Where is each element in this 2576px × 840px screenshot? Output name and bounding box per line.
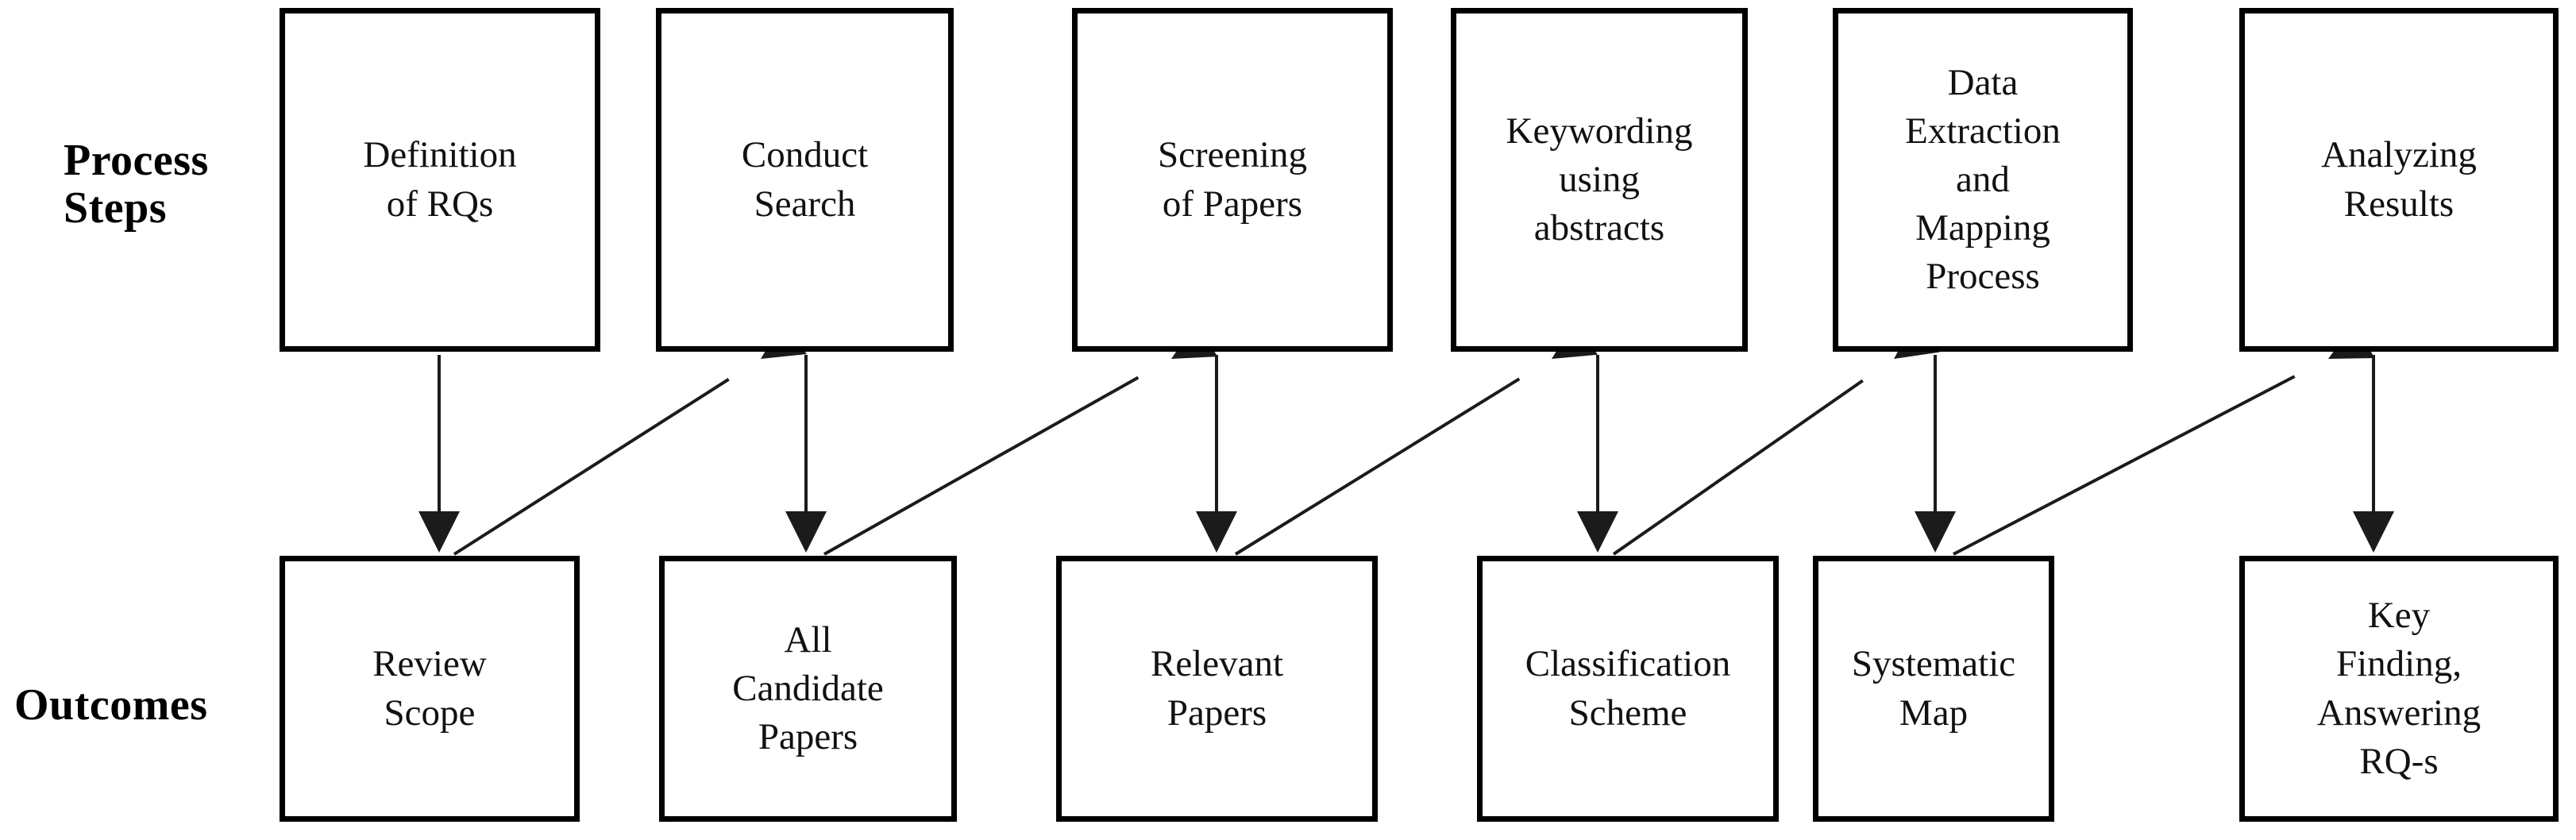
outcome-node-relevant-papers[interactable]: Relevant Papers bbox=[1056, 556, 1378, 822]
process-node-analyzing-results[interactable]: Analyzing Results bbox=[2239, 8, 2559, 352]
row-label-outcomes: Outcomes bbox=[14, 680, 208, 730]
process-node-label: Screening of Papers bbox=[1158, 134, 1307, 225]
outcome-node-review-scope[interactable]: Review Scope bbox=[280, 556, 580, 822]
outcome-node-key-finding-answering-rqs[interactable]: Key Finding, Answering RQ-s bbox=[2239, 556, 2559, 822]
outcome-node-label: Relevant Papers bbox=[1150, 643, 1284, 734]
process-node-label: Conduct Search bbox=[741, 134, 869, 225]
process-node-label: Data Extraction and Mapping Process bbox=[1905, 61, 2061, 298]
outcome-node-label: Review Scope bbox=[372, 643, 487, 734]
outcome-node-label: Key Finding, Answering RQ-s bbox=[2316, 595, 2482, 782]
outcome-node-label: Systematic Map bbox=[1851, 643, 2016, 734]
classification-to-extraction-line bbox=[1612, 379, 1864, 556]
process-node-definition-of-rqs[interactable]: Definition of RQs bbox=[280, 8, 600, 352]
relevant-papers-to-keywording-line bbox=[1234, 377, 1521, 556]
process-node-conduct-search[interactable]: Conduct Search bbox=[656, 8, 954, 352]
process-node-label: Keywording using abstracts bbox=[1506, 110, 1693, 249]
review-scope-to-conduct-search-line bbox=[453, 378, 730, 556]
outcome-node-label: All Candidate Papers bbox=[732, 618, 884, 758]
process-node-data-extraction-and-mapping-process[interactable]: Data Extraction and Mapping Process bbox=[1833, 8, 2133, 352]
process-node-screening-of-papers[interactable]: Screening of Papers bbox=[1072, 8, 1393, 352]
row-label-process-steps: Process Steps bbox=[64, 136, 209, 233]
extraction-to-systematic-map-arrowhead bbox=[1915, 511, 1956, 553]
definition-to-review-scope-arrowhead bbox=[418, 511, 460, 553]
conduct-search-to-candidate-papers-arrowhead bbox=[785, 511, 827, 553]
process-node-label: Analyzing Results bbox=[2321, 134, 2477, 225]
outcome-node-classification-scheme[interactable]: Classification Scheme bbox=[1477, 556, 1779, 822]
candidate-papers-to-screening-line bbox=[823, 376, 1140, 556]
process-node-keywording-using-abstracts[interactable]: Keywording using abstracts bbox=[1451, 8, 1748, 352]
analyzing-to-key-finding-arrowhead bbox=[2353, 511, 2394, 553]
down-arrow-group bbox=[418, 355, 2394, 553]
screening-to-relevant-papers-arrowhead bbox=[1196, 511, 1237, 553]
systematic-map-to-analyzing-line bbox=[1953, 375, 2296, 556]
keywording-to-classification-arrowhead bbox=[1577, 511, 1618, 553]
diagonal-arrow-group bbox=[453, 318, 2375, 556]
process-node-label: Definition of RQs bbox=[363, 134, 517, 225]
outcome-node-all-candidate-papers[interactable]: All Candidate Papers bbox=[659, 556, 957, 822]
outcome-node-systematic-map[interactable]: Systematic Map bbox=[1813, 556, 2054, 822]
outcome-node-label: Classification Scheme bbox=[1525, 643, 1731, 734]
